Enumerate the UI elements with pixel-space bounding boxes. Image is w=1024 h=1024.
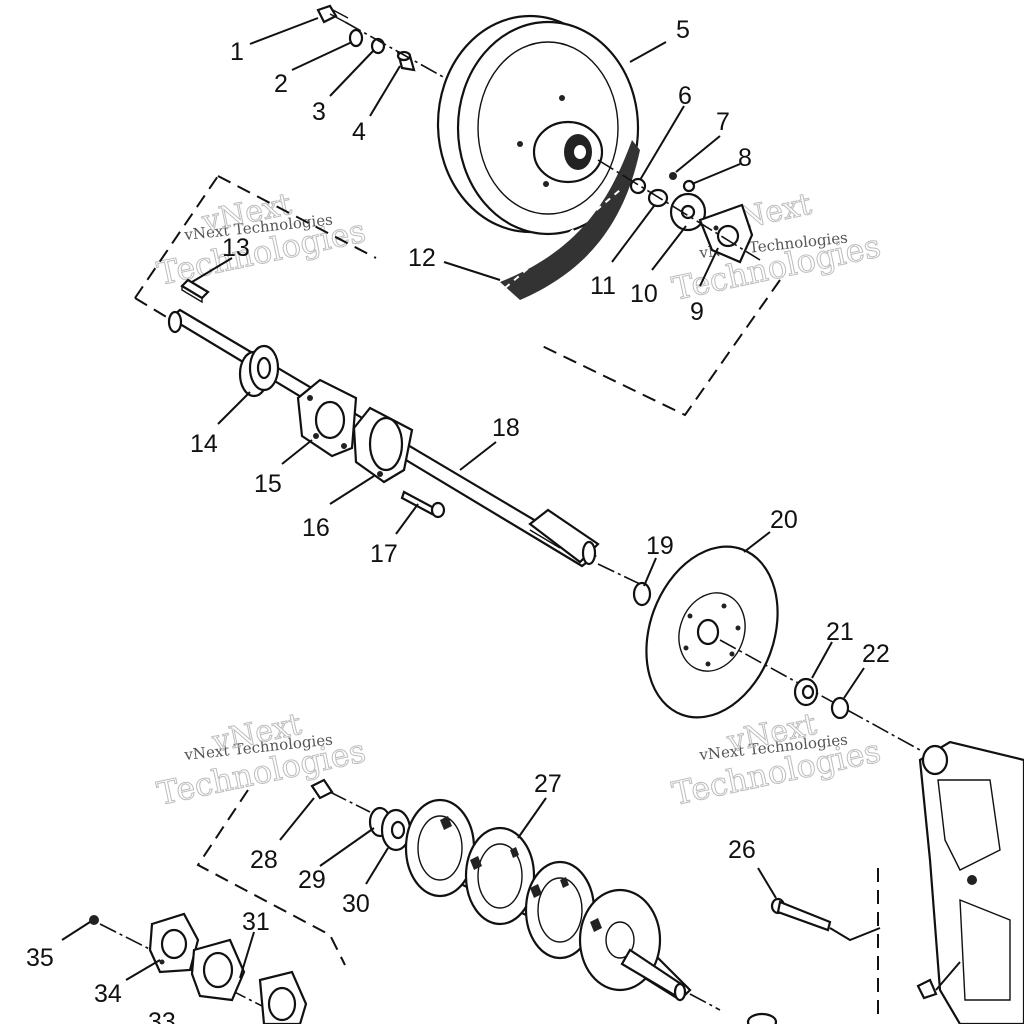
callout-10: 10 [630, 280, 658, 308]
nut-7 [669, 172, 677, 180]
brake-disc-20 [645, 545, 779, 719]
bolt-26 [770, 897, 832, 932]
watermark-bottom-right: vNext Technologies vNext Technologies [668, 706, 884, 813]
snap-ring-22 [830, 696, 850, 720]
callout-6: 6 [678, 82, 692, 110]
bracket-9 [698, 203, 754, 264]
watermark-bottom-left: vNext Technologies vNext Technologies [153, 706, 369, 813]
sprocket-shaft-27 [404, 798, 692, 1002]
callout-35: 35 [26, 944, 54, 972]
bearing-30 [380, 808, 412, 852]
chain-12 [500, 140, 640, 300]
callout-7: 7 [716, 108, 730, 136]
callout-3: 3 [312, 98, 326, 126]
bearing-21 [793, 677, 819, 707]
callout-11: 11 [590, 272, 616, 300]
upper-group-boundary [134, 175, 781, 417]
callout-8: 8 [738, 144, 752, 172]
plate-31 [258, 970, 308, 1024]
callout-13: 13 [222, 234, 250, 262]
callout-20: 20 [770, 506, 798, 534]
lower-group-boundary [196, 789, 346, 966]
callout-1: 1 [230, 38, 244, 66]
callout-12: 12 [408, 244, 436, 272]
key-13 [180, 278, 210, 304]
washer-8 [682, 179, 696, 193]
sprocket-5 [436, 14, 640, 236]
upper-shaft-axis [597, 159, 761, 261]
callout-4: 4 [352, 118, 366, 146]
brake-disc-axis [719, 639, 921, 751]
callout-34: 34 [94, 980, 122, 1008]
flange-15 [296, 378, 358, 458]
callout-28: 28 [250, 846, 278, 874]
callout-27: 27 [534, 770, 562, 798]
leader-lines [61, 17, 865, 981]
collar-16 [352, 406, 414, 484]
callout-19: 19 [646, 532, 674, 560]
callout-9: 9 [690, 298, 704, 326]
bolt-28 [310, 778, 334, 800]
nut-35 [89, 915, 99, 925]
drive-shaft-axis [597, 563, 641, 585]
callout-15: 15 [254, 470, 282, 498]
callout-31: 31 [242, 908, 270, 936]
callout-17: 17 [370, 540, 398, 568]
gasket-33 [190, 938, 246, 1002]
bolt-1 [316, 4, 349, 24]
partial-part-bottom [746, 1012, 778, 1024]
callout-22: 22 [862, 640, 890, 668]
callout-29: 29 [298, 866, 326, 894]
lower-shaft-axis [689, 993, 721, 1011]
callout-5: 5 [676, 16, 690, 44]
plate-10 [669, 192, 707, 232]
snap-ring-19 [632, 581, 652, 607]
chaincase-housing [918, 740, 1024, 1024]
lower-bolt-axis [329, 791, 371, 813]
washer-2 [348, 28, 364, 48]
callout-21: 21 [826, 618, 854, 646]
callout-33: 33 [148, 1008, 176, 1024]
small-bolt-bottom-right [916, 961, 961, 1000]
callout-2: 2 [274, 70, 288, 98]
watermark-top-left: vNext Technologies vNext Technologies [153, 186, 369, 293]
bearing-14 [238, 344, 280, 398]
flange-34 [148, 912, 200, 974]
callout-18: 18 [492, 414, 520, 442]
callout-30: 30 [342, 890, 370, 918]
callout-16: 16 [302, 514, 330, 542]
upper-bolt-axis [344, 21, 446, 79]
spacer-4 [396, 50, 416, 72]
callout-14: 14 [190, 430, 218, 458]
callout-labels: 1 2 3 4 5 6 7 8 9 10 11 12 13 14 15 16 1… [26, 16, 890, 1024]
bolt-26-axis [829, 927, 881, 942]
callout-26: 26 [728, 836, 756, 864]
bolt-17 [400, 490, 446, 519]
